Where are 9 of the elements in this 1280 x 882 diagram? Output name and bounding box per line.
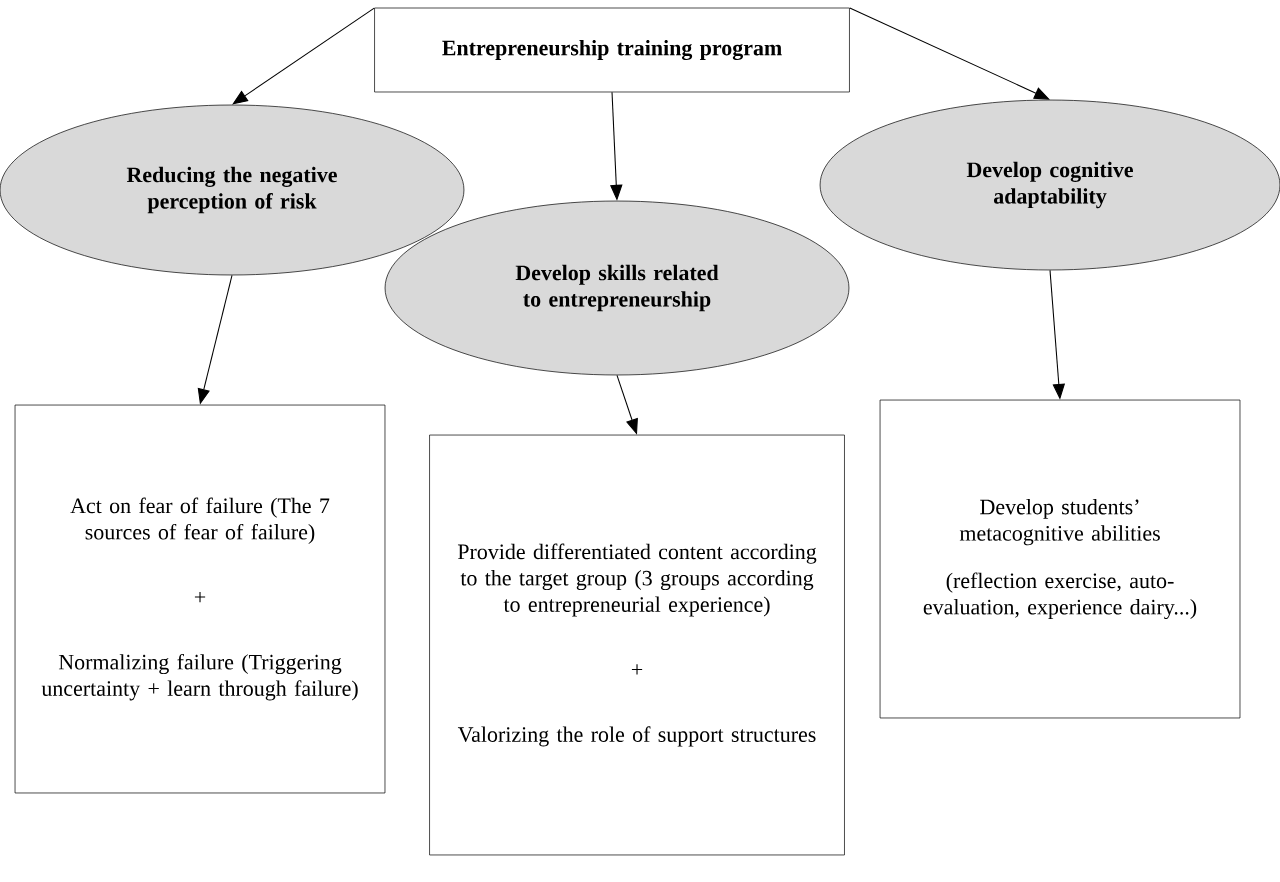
ellipse-node: Develop cognitive adaptability: [819, 99, 1280, 271]
title-box: Entrepreneurship training program: [374, 7, 850, 93]
text-box: Develop students’ metacognitive abilities (reflection exercise, auto-evaluation, experience dairy...): [879, 399, 1241, 719]
arrow: [232, 7, 375, 105]
text-box: Act on fear of failure (The 7 sources of fear of failure) + Normalizing failure (Triggering uncertainty + learn through failure): [14, 404, 386, 794]
text-box: Provide differentiated content according to the target group (3 groups according to entrepreneurial experience) + Valorizing the role of support structures: [429, 434, 845, 856]
ellipse-node: Reducing the negative perception of risk: [0, 104, 465, 276]
arrow: [849, 7, 1050, 100]
ellipse-node: Develop skills related to entrepreneurship: [384, 200, 850, 376]
